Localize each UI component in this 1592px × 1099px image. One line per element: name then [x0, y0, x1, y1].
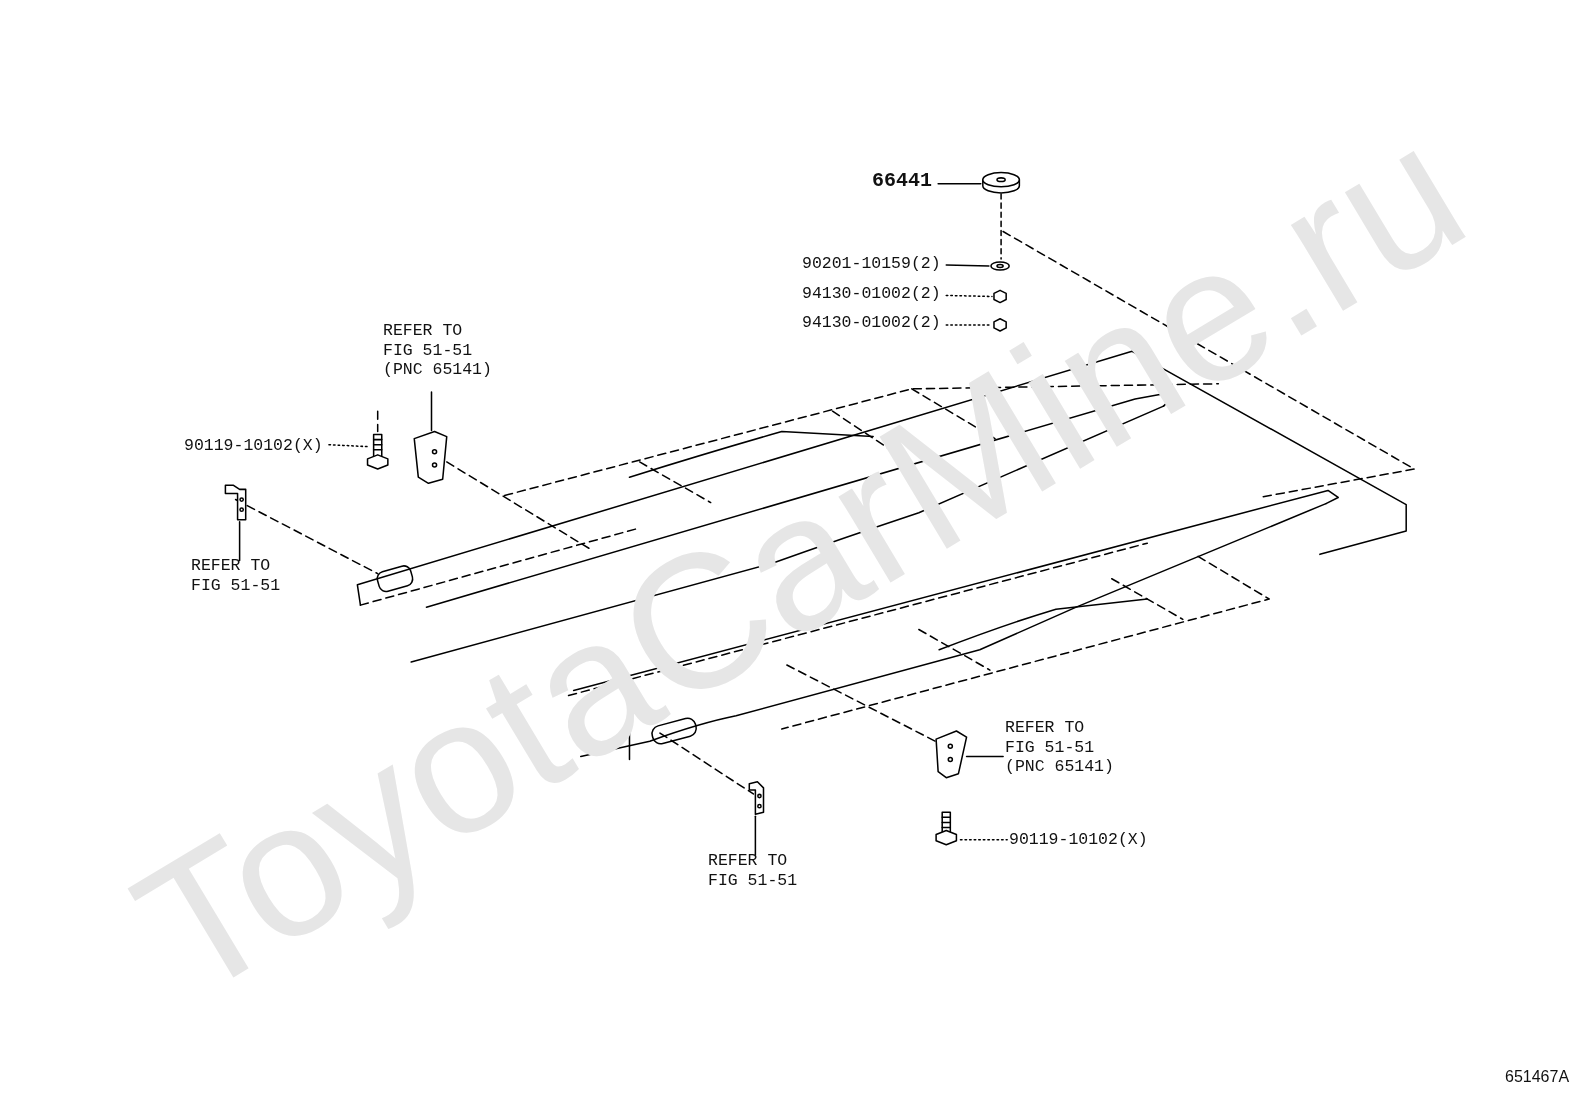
part-number: 90119-10102(X) — [184, 436, 323, 456]
watermark: ToyotaCarMine.ru — [108, 92, 1491, 1027]
reference-note: REFER TO FIG 51-51 (PNC 65141) — [1005, 718, 1120, 777]
part-number: 90201-10159(2) — [802, 254, 941, 274]
reference-note: REFER TO FIG 51-51 — [708, 851, 823, 890]
part-number: 94130-01002(2) — [802, 284, 941, 304]
part-number: 66441 — [872, 171, 932, 191]
part-number: 90119-10102(X) — [1009, 830, 1148, 850]
reference-note: REFER TO FIG 51-51 — [191, 556, 306, 595]
part-number: 94130-01002(2) — [802, 313, 941, 333]
reference-note: REFER TO FIG 51-51 (PNC 65141) — [383, 321, 498, 380]
figure-id: 651467A — [1505, 1067, 1569, 1087]
